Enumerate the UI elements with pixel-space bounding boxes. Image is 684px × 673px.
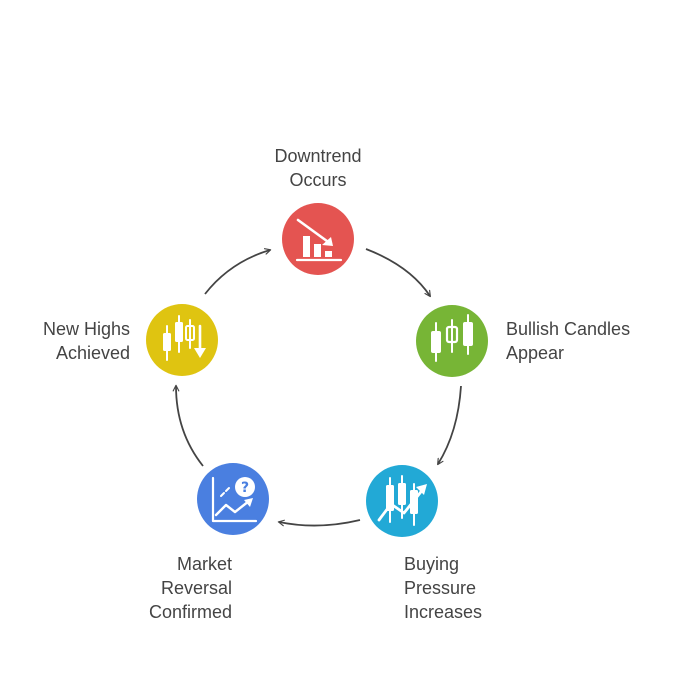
- label-bullish: Bullish Candles Appear: [506, 317, 676, 365]
- label-line: Bullish Candles: [506, 319, 631, 339]
- label-highs: New Highs Achieved: [10, 317, 130, 365]
- label-line: Market: [176, 554, 232, 574]
- node-reversal-circle: [197, 463, 269, 535]
- arrow-highs-to-downtrend: [204, 248, 272, 295]
- label-downtrend: Downtrend Occurs: [248, 144, 388, 192]
- arrow-buying-to-reversal: [277, 519, 361, 527]
- label-line: Achieved: [55, 343, 130, 363]
- label-line: New Highs: [42, 319, 130, 339]
- label-line: Buying: [404, 554, 460, 574]
- node-highs: [146, 304, 218, 376]
- node-bullish: [416, 305, 488, 377]
- label-line: Occurs: [289, 170, 347, 190]
- candlestick-down-arrow-icon: [163, 315, 206, 361]
- node-downtrend-circle: [282, 203, 354, 275]
- label-line: Appear: [506, 343, 565, 363]
- label-buying: Buying Pressure Increases: [404, 552, 544, 624]
- label-line: Downtrend: [274, 146, 362, 166]
- label-reversal: Market Reversal Confirmed: [90, 552, 232, 624]
- arrow-downtrend-to-bullish: [365, 248, 431, 298]
- label-line: Reversal: [160, 578, 232, 598]
- arrow-reversal-to-highs: [172, 384, 204, 467]
- declining-bar-chart-icon: [295, 218, 343, 262]
- label-line: Confirmed: [148, 602, 232, 622]
- node-reversal: ?: [197, 463, 269, 535]
- question-trend-chart-icon: ?: [211, 476, 258, 523]
- node-buying: [366, 465, 438, 537]
- rising-candlestick-trend-icon: [377, 475, 427, 526]
- label-line: Increases: [404, 602, 483, 622]
- node-downtrend: [282, 203, 354, 275]
- candlestick-icon: [431, 314, 473, 362]
- svg-text:?: ?: [241, 480, 249, 496]
- arrow-bullish-to-buying: [437, 385, 462, 466]
- label-line: Pressure: [404, 578, 477, 598]
